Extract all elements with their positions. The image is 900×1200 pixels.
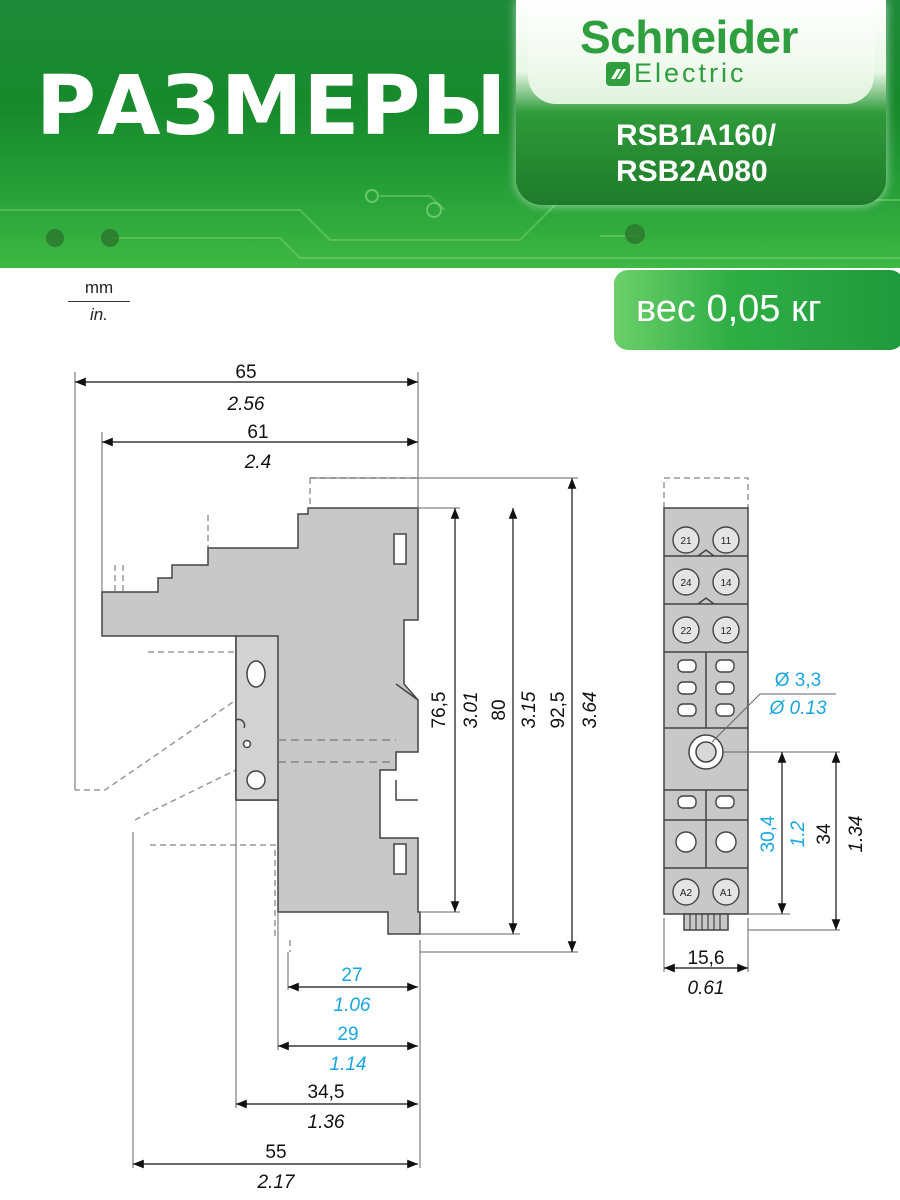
dim-80-mm: 80: [489, 699, 510, 720]
dim-hole-dia-mm: Ø 3,3: [775, 670, 821, 691]
terminal-22: 22: [680, 626, 692, 637]
dim-34-mm: 34: [814, 823, 835, 845]
dim-65-in: 2.56: [227, 394, 265, 415]
unit-mm: mm: [84, 278, 114, 297]
dim-92-5-mm: 92,5: [548, 692, 569, 729]
dim-30-4-in: 1.2: [788, 820, 809, 847]
weight-label: вес 0,05 кг: [636, 288, 822, 330]
brand-box: Schneider Electric RSB1A160/ RSB2A080: [516, 0, 886, 205]
dim-65-mm: 65: [235, 362, 256, 383]
dim-80-in: 3.15: [519, 691, 540, 728]
dim-29-mm: 29: [337, 1024, 358, 1045]
dim-55-mm: 55: [265, 1142, 286, 1163]
terminal-a2: A2: [680, 888, 693, 899]
brand-logo-sub: Electric: [634, 58, 747, 88]
dim-hole-dia-in: Ø 0.13: [768, 698, 826, 719]
terminal-14: 14: [720, 578, 732, 589]
model-numbers: RSB1A160/ RSB2A080: [616, 118, 776, 190]
unit-in: in.: [90, 305, 108, 324]
model-line-1: RSB1A160/: [616, 119, 777, 152]
dim-76-5-mm: 76,5: [429, 692, 450, 729]
dim-15-6-in: 0.61: [688, 978, 725, 999]
side-view-outline: [75, 477, 421, 952]
dim-30-4-mm: 30,4: [758, 815, 779, 852]
dim-27-in: 1.06: [334, 995, 371, 1016]
unit-divider: [68, 301, 130, 302]
header-banner: РАЗМЕРЫ Schneider Electric RSB1A160/ RSB…: [0, 0, 900, 268]
terminal-11: 11: [721, 536, 732, 547]
dim-76-5-in: 3.01: [461, 692, 482, 729]
schneider-logo-icon: [606, 62, 630, 86]
page-title: РАЗМЕРЫ: [36, 59, 508, 154]
weight-badge: вес 0,05 кг: [614, 270, 900, 350]
logo-panel: Schneider Electric: [528, 0, 874, 104]
terminal-24: 24: [680, 578, 692, 589]
terminal-a1: A1: [720, 888, 733, 899]
dim-55-in: 2.17: [257, 1172, 296, 1193]
terminal-21: 21: [680, 536, 692, 547]
dim-29-in: 1.14: [330, 1054, 367, 1075]
units-legend: mm in.: [68, 278, 130, 325]
dim-27-mm: 27: [341, 965, 362, 986]
dim-34-5-in: 1.36: [308, 1112, 345, 1133]
terminal-12: 12: [720, 626, 732, 637]
dim-61-mm: 61: [247, 422, 268, 443]
brand-logo-name: Schneider: [580, 11, 798, 63]
dim-15-6-mm: 15,6: [688, 948, 725, 969]
dim-92-5-in: 3.64: [580, 692, 601, 729]
dim-34-5-mm: 34,5: [308, 1082, 345, 1103]
model-line-2: RSB2A080: [616, 155, 768, 188]
dim-34-in: 1.34: [846, 816, 867, 853]
dim-61-in: 2.4: [244, 452, 271, 473]
